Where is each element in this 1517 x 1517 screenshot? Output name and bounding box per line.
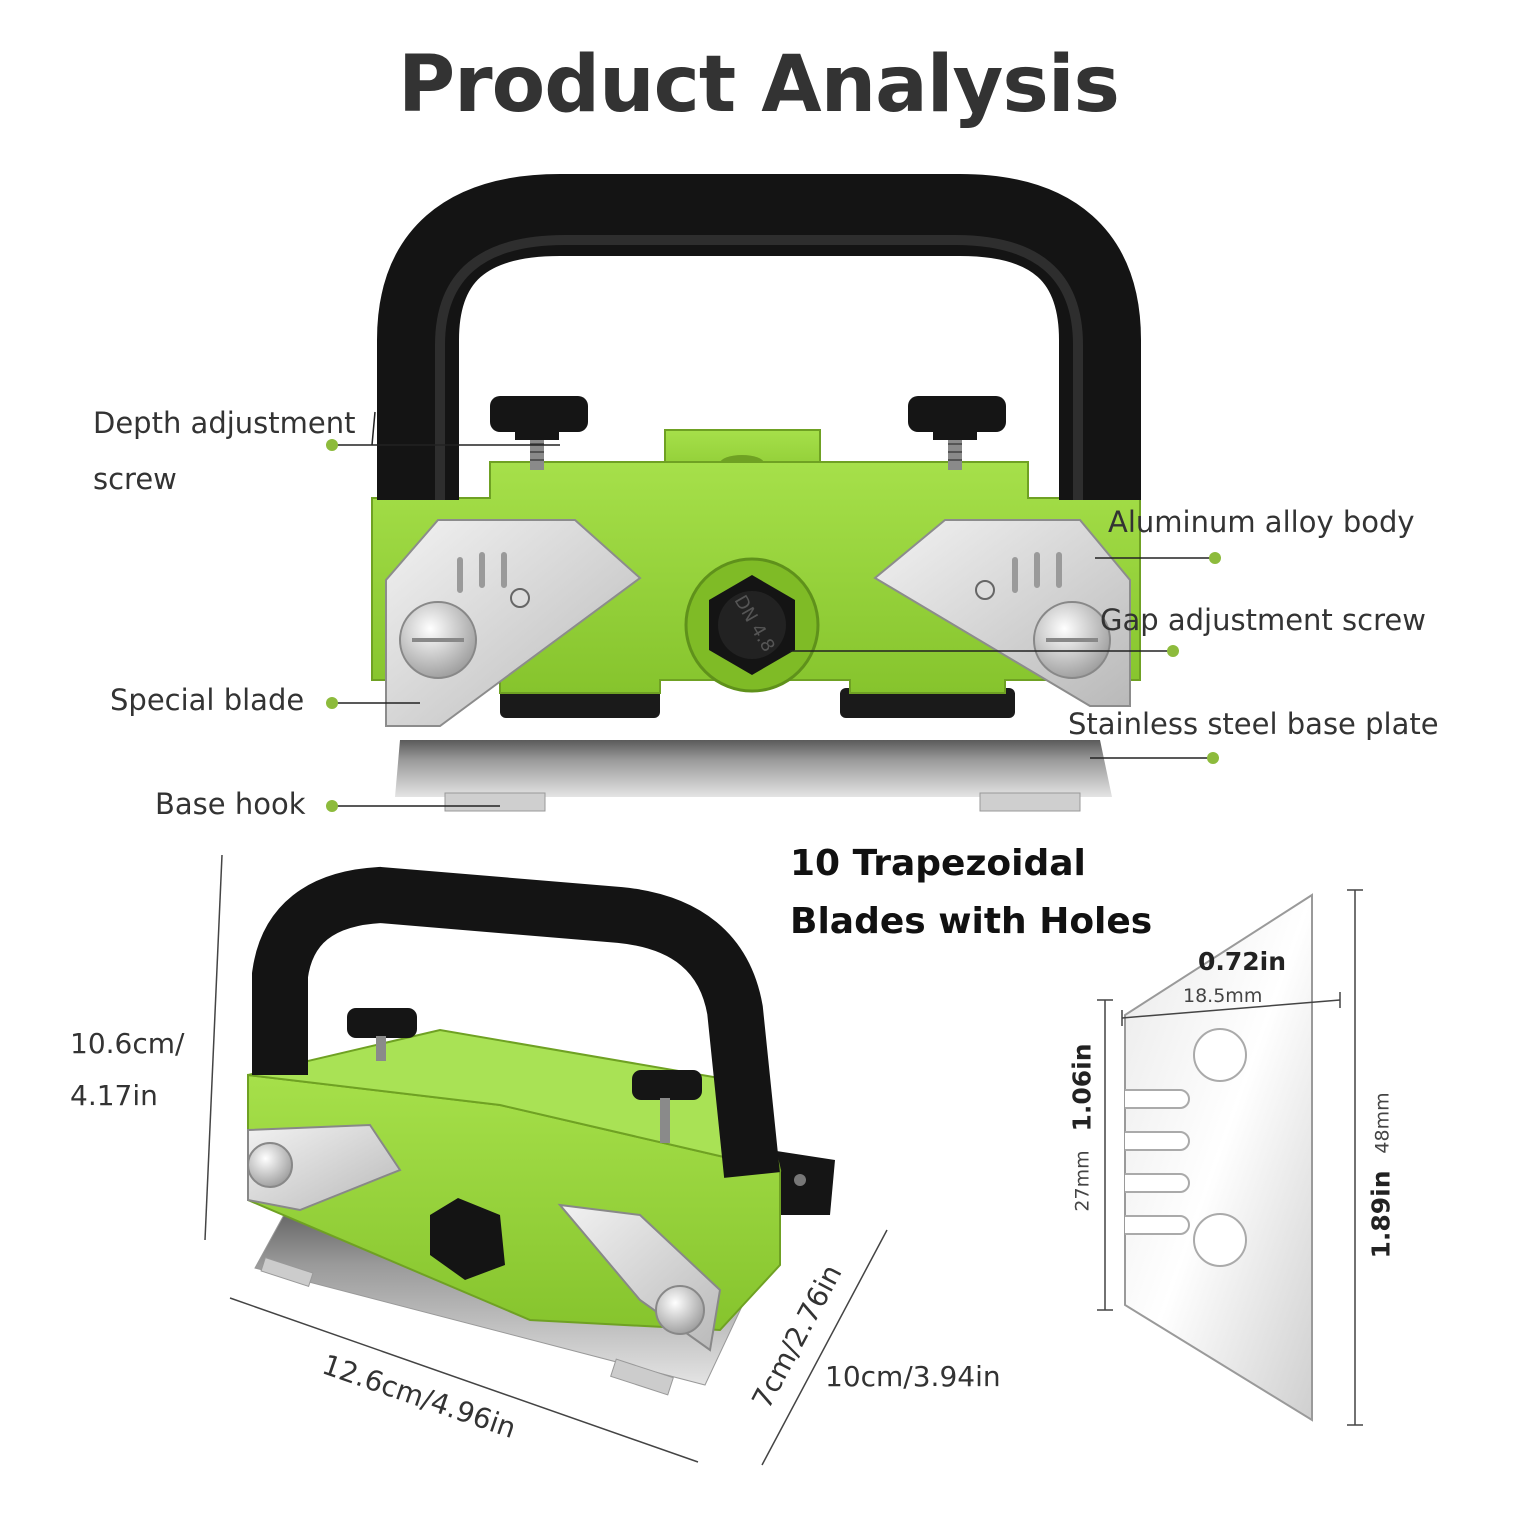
depth-adjustment-screw-left <box>490 396 588 470</box>
callout-depth-line-1: Depth adjustment <box>93 406 356 440</box>
handle <box>377 174 1141 500</box>
blade-total-height-mm: 48mm <box>1371 1092 1394 1154</box>
callout-base-hook: Base hook <box>155 787 306 821</box>
callout-aluminum-alloy-body: Aluminum alloy body <box>1108 505 1415 539</box>
blade-inner-height-mm: 27mm <box>1071 1150 1094 1212</box>
blade-dimension-lines <box>1097 889 1363 1426</box>
product-isometric-illustration <box>247 866 835 1396</box>
blade-inner-height-in: 1.06in <box>1067 1043 1097 1132</box>
callout-depth-adjustment-screw: Depth adjustment screw <box>93 395 356 507</box>
callout-stainless-steel-base-plate: Stainless steel base plate <box>1068 707 1439 741</box>
tool-height-cm: 10.6cm/ <box>70 1027 185 1060</box>
special-blade-right <box>873 519 1131 707</box>
tool-height-dimension: 10.6cm/ 4.17in <box>70 1018 184 1122</box>
special-blade-left <box>385 519 642 727</box>
blade-top-width-in: 0.72in <box>1198 947 1287 976</box>
gap-adjustment-screw: DN 4.8 <box>684 557 820 693</box>
tool-width-dimension: 10cm/3.94in <box>825 1360 1001 1393</box>
trapezoidal-blade-illustration <box>1124 893 1313 1422</box>
tool-height-in: 4.17in <box>70 1079 158 1112</box>
callout-special-blade: Special blade <box>110 683 305 717</box>
blades-heading-line-1: 10 Trapezoidal <box>790 843 1086 884</box>
blades-heading: 10 Trapezoidal Blades with Holes <box>790 835 1152 951</box>
handle-highlight <box>435 235 1083 500</box>
callout-gap-adjustment-screw: Gap adjustment screw <box>1100 603 1426 637</box>
blades-heading-line-2: Blades with Holes <box>790 901 1153 942</box>
callout-depth-line-2: screw <box>93 462 177 496</box>
page-title: Product Analysis <box>398 40 1120 130</box>
callout-leaders <box>326 411 1221 812</box>
tool-dimension-lines <box>204 854 888 1466</box>
depth-adjustment-screw-right <box>908 396 1006 470</box>
blade-total-height-in: 1.89in <box>1366 1170 1396 1259</box>
stainless-steel-base-plate <box>395 688 1112 812</box>
blade-top-width-mm: 18.5mm <box>1183 985 1263 1007</box>
